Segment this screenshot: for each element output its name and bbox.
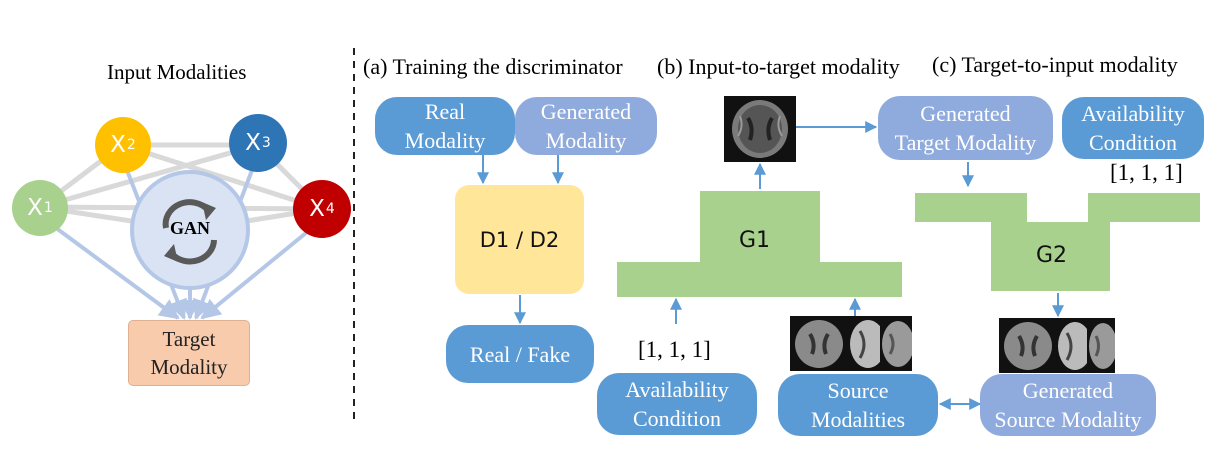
heading-c: (c) Target-to-input modality — [932, 52, 1178, 77]
discriminator-label: D1 / D2 — [479, 227, 560, 252]
generated-modality-l2: Modality — [545, 128, 627, 153]
generated-target-l1: Generated — [920, 101, 1011, 126]
real-modality-pill: Real Modality — [375, 97, 515, 155]
gen-source-mri-image-3 — [1087, 318, 1115, 373]
generated-modality-l1: Generated — [540, 99, 632, 124]
discriminator-box: D1 / D2 — [455, 185, 584, 294]
source-mri-image-3 — [880, 316, 912, 371]
cycle-arrows-icon — [162, 199, 217, 265]
source-mri-image-1 — [790, 316, 848, 371]
node-x2-sub: 2 — [126, 137, 136, 153]
target-mri-image — [724, 96, 796, 162]
node-x4-sub: 4 — [325, 201, 335, 217]
node-x1-label: X — [27, 195, 43, 221]
g2-shape — [915, 193, 1200, 291]
input-modalities-title: Input Modalities — [107, 60, 247, 84]
target-label-line2: Modality — [150, 355, 228, 379]
g1-availability-l2: Condition — [632, 406, 721, 431]
g2-availability-l2: Condition — [1088, 130, 1177, 155]
gan-label: GAN — [170, 218, 210, 238]
source-l2: Modalities — [810, 407, 906, 432]
g2-availability-l1: Availability — [1081, 101, 1185, 126]
g2-condition-vector: [1, 1, 1] — [1110, 160, 1183, 185]
gan-circle: GAN — [130, 170, 250, 290]
generated-source-pill: Generated Source Modality — [980, 374, 1156, 436]
node-x3-sub: 3 — [261, 135, 271, 151]
generated-source-l1: Generated — [1022, 378, 1114, 403]
node-x2-label: X — [110, 132, 126, 158]
real-fake-pill: Real / Fake — [446, 325, 594, 383]
g1-availability-pill: Availability Condition — [597, 373, 757, 435]
g1-shape — [617, 191, 902, 297]
g1-label: G1 — [739, 228, 771, 253]
g2-availability-pill: Availability Condition — [1062, 97, 1204, 159]
g1-availability-l1: Availability — [625, 377, 729, 402]
source-modalities-pill: Source Modalities — [778, 374, 938, 436]
gen-source-mri-image-2 — [1055, 318, 1087, 373]
g2-label: G2 — [1036, 243, 1068, 268]
generated-source-l2: Source Modality — [994, 407, 1142, 432]
node-x4-label: X — [309, 196, 325, 222]
source-l1: Source — [827, 378, 889, 403]
real-modality-l1: Real — [424, 99, 466, 124]
node-x3-label: X — [245, 130, 261, 156]
heading-b: (b) Input-to-target modality — [657, 54, 900, 79]
real-modality-l2: Modality — [404, 128, 486, 153]
target-modality-box: Target Modality — [128, 320, 250, 386]
g1-condition-vector: [1, 1, 1] — [638, 337, 711, 362]
node-x1-sub: 1 — [43, 200, 53, 216]
real-fake-label: Real / Fake — [469, 341, 571, 367]
generated-target-l2: Target Modality — [894, 130, 1037, 155]
target-label-line1: Target — [162, 327, 216, 351]
source-mri-image-2 — [846, 316, 880, 371]
generated-target-pill: Generated Target Modality — [878, 96, 1053, 160]
heading-a: (a) Training the discriminator — [363, 54, 623, 79]
generated-modality-pill: Generated Modality — [515, 97, 657, 155]
gen-source-mri-image-1 — [999, 318, 1057, 373]
